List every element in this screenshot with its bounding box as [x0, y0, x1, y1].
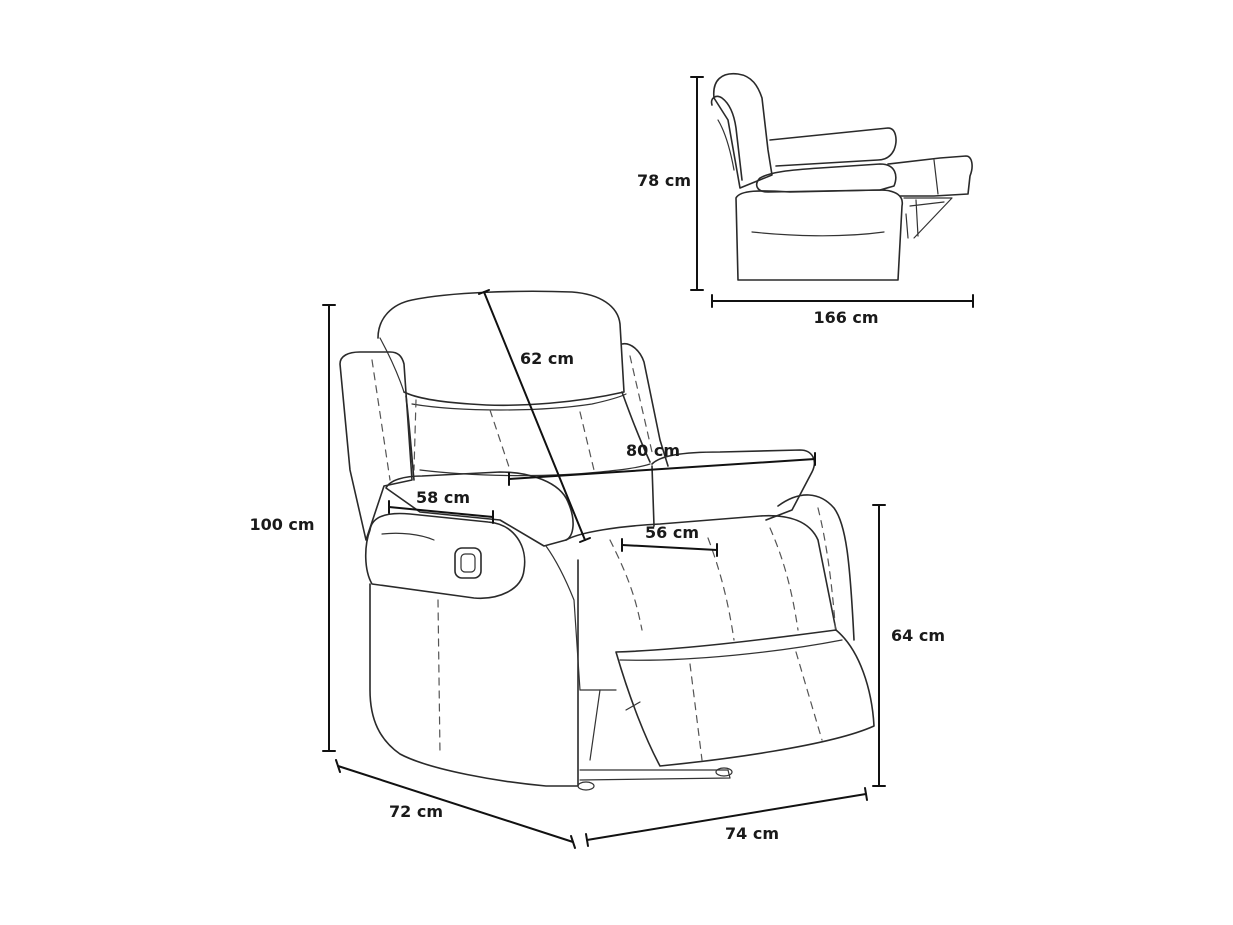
dim-line-backrest	[478, 289, 591, 543]
front-view-drawing	[339, 290, 875, 791]
dim-line-depth	[335, 759, 576, 849]
label-seat-height: 64 cm	[891, 626, 945, 645]
dim-line-seat-height	[872, 504, 886, 787]
label-reclined-length: 166 cm	[813, 308, 878, 327]
dim-line-armrest-length	[388, 500, 494, 524]
side-view-drawing	[710, 72, 973, 281]
label-height-total: 100 cm	[249, 515, 314, 534]
label-seat-width: 56 cm	[645, 523, 699, 542]
dim-line-side-height	[690, 76, 704, 291]
label-armrest-length: 58 cm	[416, 488, 470, 507]
label-armrest-span: 80 cm	[626, 441, 680, 460]
dim-line-width	[585, 787, 868, 847]
dim-line-armrest-span	[508, 452, 816, 486]
dimension-lines	[322, 76, 974, 849]
label-backrest-height: 62 cm	[520, 349, 574, 368]
label-depth: 72 cm	[389, 802, 443, 821]
label-width: 74 cm	[725, 824, 779, 843]
dim-line-reclined-length	[711, 294, 974, 308]
label-side-height: 78 cm	[637, 171, 691, 190]
dim-line-seat-width	[621, 538, 718, 557]
dim-line-height-total	[322, 304, 336, 752]
dimension-labels: 100 cm 72 cm 74 cm 64 cm 62 cm 80 cm 58 …	[249, 171, 945, 843]
